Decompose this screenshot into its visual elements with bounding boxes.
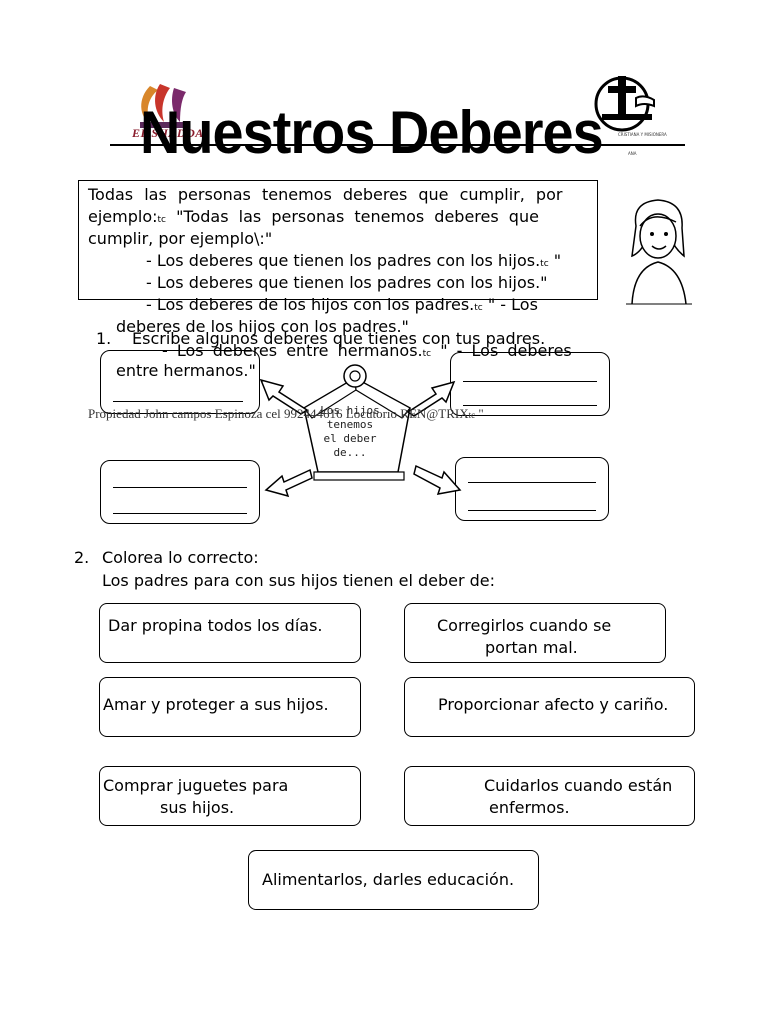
option-3-line-1: Amar y proteger a sus hijos. [103, 695, 329, 714]
el-shaddai-logo [140, 84, 190, 128]
option-2-line-2: portan mal. [485, 638, 578, 657]
intro-line-3: cumplir, por ejemplo\:" [88, 229, 273, 248]
section-1-instruction: Escribe algunos deberes que tienes con t… [132, 329, 546, 348]
section-2-instruction: Colorea lo correcto: [102, 548, 259, 567]
intro-line-2: ejemplo:tc "Todas las personas tenemos d… [88, 207, 539, 226]
intro-line-1: Todas las personas tenemos deberes que c… [88, 185, 563, 204]
logo-right-caption-2: ANA [628, 151, 637, 156]
center-diagram [303, 364, 411, 481]
answer-box-top-left[interactable] [100, 350, 260, 414]
option-box-7[interactable]: Alimentarlos, darles educación. [248, 850, 539, 910]
option-box-1[interactable]: Dar propina todos los días. [99, 603, 361, 663]
page-title: Nuestros Deberes [140, 99, 604, 166]
intro-line-8: - Los deberes entre hermanos.tc " - Los … [162, 341, 572, 360]
watermark: Propiedad John campos Espinoza cel 99244… [88, 406, 484, 421]
logo-left-text: EL SHADDAI [132, 126, 209, 140]
option-6-line-2: enfermos. [489, 798, 570, 817]
option-box-3[interactable]: Amar y proteger a sus hijos. [99, 677, 361, 737]
option-4-line-1: Proporcionar afecto y cariño. [438, 695, 669, 714]
option-box-4[interactable]: Proporcionar afecto y cariño. [404, 677, 695, 737]
option-box-2[interactable]: Corregirlos cuando se portan mal. [404, 603, 666, 663]
option-5-line-2: sus hijos. [160, 798, 235, 817]
option-2-line-1: Corregirlos cuando se [437, 616, 612, 635]
answer-box-bottom-left[interactable] [100, 460, 260, 524]
arrow-down-left-icon [264, 468, 313, 498]
option-6-line-1: Cuidarlos cuando están [484, 776, 673, 795]
church-logo [594, 76, 655, 132]
intro-line-6: - Los deberes de los hijos con los padre… [146, 295, 538, 314]
intro-line-4: - Los deberes que tienen los padres con … [146, 251, 562, 270]
center-text: Los hijos tenemos el deber de... [320, 404, 380, 459]
intro-box [78, 180, 598, 300]
intro-line-9: entre hermanos." [116, 361, 256, 380]
title-underline [110, 144, 685, 146]
option-box-5[interactable]: Comprar juguetes para sus hijos. [99, 766, 361, 826]
arrow-down-right-icon [413, 464, 462, 495]
option-1-line-1: Dar propina todos los días. [108, 616, 323, 635]
arrow-up-right-icon [406, 380, 456, 417]
answer-box-bottom-right[interactable] [455, 457, 609, 521]
section-1-number: 1. [96, 329, 112, 348]
girl-illustration [626, 199, 692, 305]
section-2-subinstruction: Los padres para con sus hijos tienen el … [102, 571, 496, 590]
option-5-line-1: Comprar juguetes para [103, 776, 289, 795]
section-2-number: 2. [74, 548, 90, 567]
logo-right-caption: CRISTIANA Y MISIONERA [618, 132, 667, 137]
arrow-up-left-icon [259, 378, 309, 415]
intro-line-7: deberes de los hijos con los padres." [116, 317, 409, 336]
option-7-line-1: Alimentarlos, darles educación. [262, 870, 515, 889]
option-box-6[interactable]: Cuidarlos cuando están enfermos. [404, 766, 695, 826]
intro-line-5: - Los deberes que tienen los padres con … [146, 273, 548, 292]
